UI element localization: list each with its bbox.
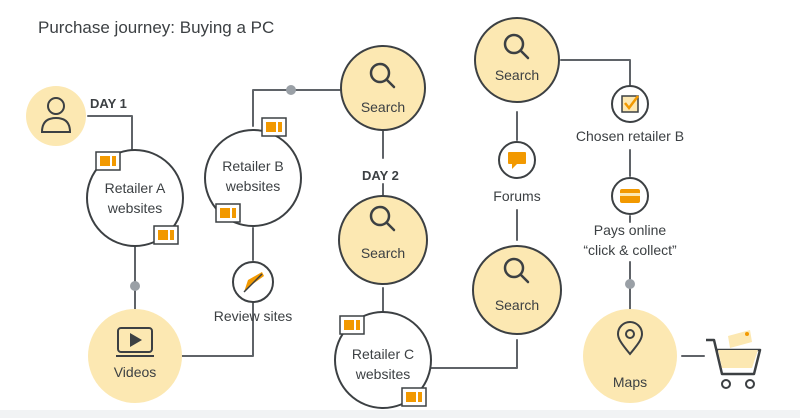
retailer-a-circle <box>86 149 184 247</box>
videos-label: Videos <box>113 364 157 380</box>
web-page-icon <box>339 315 365 335</box>
search-2-circle <box>338 195 428 285</box>
retailer-c-circle <box>334 311 432 409</box>
day-2-label: DAY 2 <box>362 168 399 183</box>
magnifier-icon <box>503 257 530 284</box>
retailer-b-circle <box>204 129 302 227</box>
checkbox-icon <box>621 95 639 113</box>
web-page-icon <box>215 203 241 223</box>
shopping-cart-icon <box>706 330 762 389</box>
page-title: Purchase journey: Buying a PC <box>38 18 275 37</box>
search-lower-label: Search <box>494 297 540 313</box>
review-sites-label: Review sites <box>213 308 293 324</box>
search-lower-circle <box>472 245 562 335</box>
retailer-a-label: Retailer A websites <box>104 180 166 216</box>
search-2-label: Search <box>360 245 406 261</box>
web-page-icon <box>153 225 179 245</box>
video-player-icon <box>116 327 154 357</box>
magnifier-icon <box>503 33 530 60</box>
connector-dots <box>130 85 635 291</box>
connector-dot <box>130 281 140 291</box>
bottom-divider <box>0 410 800 418</box>
user-avatar-icon <box>26 86 86 146</box>
search-top-circle <box>474 17 560 103</box>
retailer-b-label: Retailer B websites <box>222 158 284 194</box>
connector-dot <box>625 279 635 289</box>
magnifier-icon <box>369 62 396 89</box>
search-top-label: Search <box>494 67 540 83</box>
pays-online-label: Pays online “click & collect” <box>583 222 677 258</box>
chat-bubble-icon <box>508 152 526 169</box>
pencil-icon <box>243 272 264 293</box>
maps-circle <box>583 309 677 403</box>
magnifier-icon <box>369 205 396 232</box>
connector-lines <box>87 59 705 369</box>
retailer-c-label: Retailer C websites <box>351 346 415 382</box>
connector-dot <box>286 85 296 95</box>
maps-label: Maps <box>612 374 648 390</box>
web-page-icon <box>261 117 287 137</box>
credit-card-icon <box>620 189 640 203</box>
web-page-icon <box>401 387 427 407</box>
search-1-label: Search <box>360 99 406 115</box>
map-pin-icon <box>616 321 644 356</box>
chosen-retailer-label: Chosen retailer B <box>575 128 685 144</box>
web-page-icon <box>95 151 121 171</box>
day-1-label: DAY 1 <box>90 96 127 111</box>
search-1-circle <box>340 45 426 131</box>
forums-label: Forums <box>493 188 541 204</box>
